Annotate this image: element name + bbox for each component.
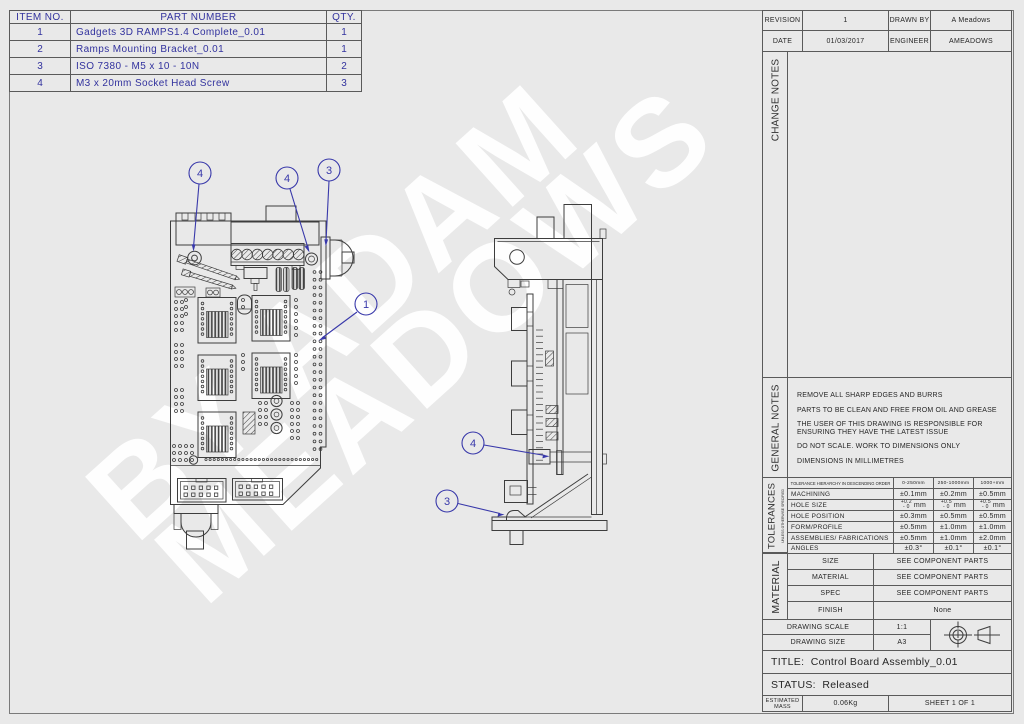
side-connector	[504, 480, 537, 503]
general-notes-label-cell: GENERAL NOTES	[762, 377, 788, 478]
bom-qty: 1	[325, 40, 363, 58]
general-note: DO NOT SCALE. WORK TO DIMENSIONS ONLY	[797, 443, 961, 450]
change-notes-label-cell: CHANGE NOTES	[762, 51, 788, 378]
status-value: Released	[822, 678, 870, 691]
svg-text:4: 4	[197, 168, 203, 180]
engineer-label: ENGINEER	[888, 30, 931, 52]
balloon-4-front-left: 4	[188, 161, 212, 185]
change-notes-label: CHANGE NOTES	[770, 58, 782, 142]
date-label: DATE	[762, 30, 803, 52]
bom-part: Gadgets 3D RAMPS1.4 Complete_0.01	[69, 23, 327, 41]
svg-text:3: 3	[326, 165, 332, 177]
drawn-by-value: A Meadows	[930, 10, 1012, 31]
balloon-4-side: 4	[461, 431, 485, 455]
bom-part: ISO 7380 - M5 x 10 - 10N	[69, 57, 327, 75]
svg-text:4: 4	[470, 438, 476, 450]
bom-qty: 2	[325, 57, 363, 75]
capacitors	[270, 394, 283, 435]
status-label: STATUS:	[771, 678, 816, 691]
projection-symbol-cell	[930, 619, 1012, 651]
title-value: Control Board Assembly_0.01	[810, 656, 958, 668]
material-label: MATERIAL	[770, 560, 782, 614]
sheet-border	[9, 10, 1014, 714]
bom-item: 3	[9, 57, 71, 75]
change-notes-body	[787, 51, 1012, 378]
bom-part: M3 x 20mm Socket Head Screw	[69, 74, 327, 92]
bom-row-1: 1 Gadgets 3D RAMPS1.4 Complete_0.01 1	[9, 23, 363, 41]
drawing-scale-label: DRAWING SCALE	[762, 619, 874, 635]
title-label: TITLE:	[771, 656, 805, 668]
side-view	[491, 204, 608, 545]
drawing-size-label: DRAWING SIZE	[762, 634, 874, 651]
balloons: 4 4 3 1 4 3	[188, 158, 485, 513]
tolerances-label: TOLERANCES	[766, 482, 778, 550]
drawing-size-value: A3	[873, 634, 931, 651]
bom-qty: 3	[325, 74, 363, 92]
drawn-by-label: DRAWN BY	[888, 10, 931, 31]
sheet-label: SHEET 1 OF 1	[888, 695, 1012, 712]
material-label-cell: MATERIAL	[762, 553, 788, 620]
engineer-value: AMEADOWS	[930, 30, 1012, 52]
bom-row-3: 3 ISO 7380 - M5 x 10 - 10N 2	[9, 57, 363, 75]
bom-header-item: ITEM NO.	[9, 10, 71, 24]
title-row: TITLE: Control Board Assembly_0.01	[762, 650, 1012, 674]
bom-header-qty: QTY.	[325, 10, 363, 24]
tolerances-label-cell: TOLERANCES UNLESS OTHERWISE SPECIFIED	[762, 477, 788, 553]
jumper-block	[174, 286, 221, 298]
bom-item: 4	[9, 74, 71, 92]
balloon-3-side: 3	[435, 489, 459, 513]
front-view	[170, 205, 355, 550]
power-connector	[173, 504, 219, 550]
title-block: REVISION 1 DRAWN BY A Meadows DATE 01/03…	[762, 10, 1012, 712]
bom-qty: 1	[325, 23, 363, 41]
date-value: 01/03/2017	[802, 30, 889, 52]
estimated-mass-value: 0.06Kg	[802, 695, 889, 712]
status-row: STATUS: Released	[762, 673, 1012, 696]
estimated-mass-label: ESTIMATED MASS	[762, 695, 803, 712]
drawing-scale-value: 1:1	[873, 619, 931, 635]
general-note: PARTS TO BE CLEAN AND FREE FROM OIL AND …	[797, 406, 997, 414]
module-pins	[172, 270, 323, 497]
general-note: REMOVE ALL SHARP EDGES AND BURRS	[797, 392, 943, 399]
bom-header-row: ITEM NO. PART NUMBER QTY.	[9, 10, 363, 24]
bom-item: 1	[9, 23, 71, 41]
terminal-screws	[231, 248, 305, 261]
bom-row-4: 4 M3 x 20mm Socket Head Screw 3	[9, 74, 363, 92]
bom-row-2: 2 Ramps Mounting Bracket_0.01 1	[9, 40, 363, 58]
balloon-leaders	[191, 180, 550, 517]
driver-modules	[197, 295, 291, 458]
general-note: DIMENSIONS IN MILLIMETRES	[797, 457, 904, 465]
pin-ticks	[536, 329, 543, 461]
revision-label: REVISION	[762, 10, 803, 31]
loose-screws	[176, 254, 241, 281]
general-notes-label: GENERAL NOTES	[770, 384, 782, 472]
general-note: THE USER OF THIS DRAWING IS RESPONSIBLE …	[797, 421, 983, 436]
bom-header-part: PART NUMBER	[69, 10, 327, 24]
balloon-1-front: 1	[354, 292, 378, 316]
svg-text:3: 3	[444, 496, 450, 508]
balloon-4-front-right: 4	[275, 166, 299, 190]
general-notes-body: REMOVE ALL SHARP EDGES AND BURRS PARTS T…	[787, 377, 1012, 478]
svg-text:4: 4	[284, 173, 290, 185]
bottom-connector-2	[232, 478, 283, 501]
tolerances-sublabel: UNLESS OTHERWISE SPECIFIED	[781, 489, 785, 543]
projection-symbol-icon	[944, 621, 1000, 649]
bom-table: ITEM NO. PART NUMBER QTY. 1 Gadgets 3D R…	[9, 10, 363, 92]
bottom-connector-1	[177, 478, 227, 503]
revision-value: 1	[802, 10, 889, 31]
bom-item: 2	[9, 40, 71, 58]
svg-text:1: 1	[363, 299, 369, 311]
loose-screw-2	[180, 268, 237, 290]
side-components	[511, 307, 533, 435]
bom-part: Ramps Mounting Bracket_0.01	[69, 40, 327, 58]
balloon-3-front: 3	[317, 158, 341, 182]
